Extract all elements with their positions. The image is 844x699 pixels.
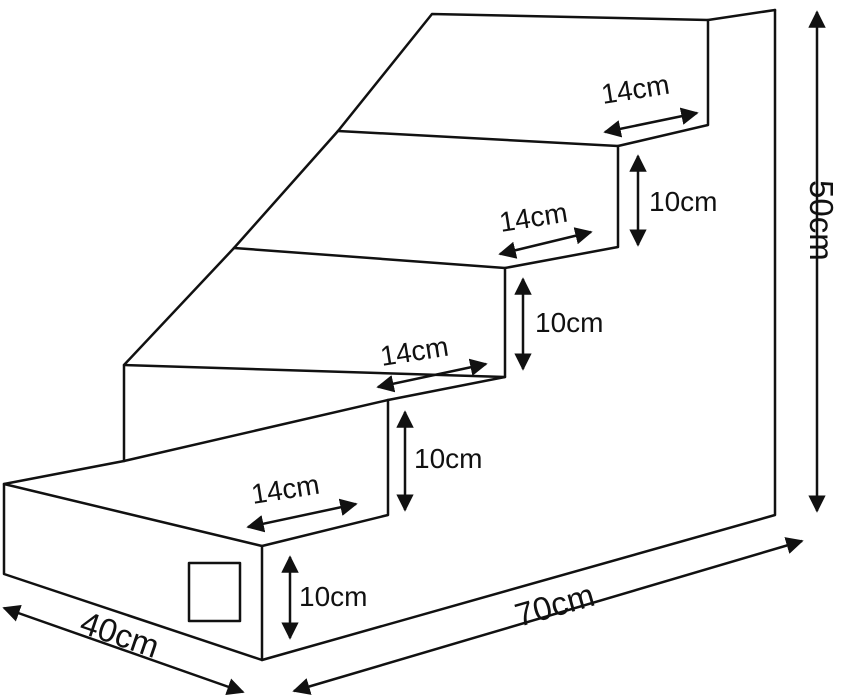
front-door: [187, 561, 242, 623]
step-4-top: [336, 129, 620, 148]
step-1-top: [2, 398, 390, 486]
step-depth-label-4: 14cm: [599, 69, 671, 110]
total-width-arrow: [2, 604, 245, 696]
step-depth-label-1: 14cm: [249, 469, 321, 510]
total-height-label: 50cm: [803, 180, 840, 261]
staircase-outline: [2, 8, 777, 662]
step-3-top: [232, 129, 340, 250]
total-length-label: 70cm: [511, 576, 599, 634]
step-height-label-1: 10cm: [299, 581, 367, 612]
step-1-riser: [122, 246, 236, 463]
step-4-riser: [336, 12, 710, 133]
step-depth-arrow-2: [376, 358, 488, 393]
step-3-riser: [232, 246, 507, 270]
step-depth-label-3: 14cm: [497, 197, 569, 238]
step-depth-label-2: 14cm: [378, 331, 450, 372]
step-depth-arrow-1: [246, 498, 358, 533]
step-height-label-2: 10cm: [414, 443, 482, 474]
step-depth-dimensions: 14cm 14cm 14cm 14cm: [246, 69, 699, 533]
step-height-label-3: 10cm: [535, 307, 603, 338]
step-depth-arrow-4: [603, 107, 699, 138]
side-face: [260, 8, 777, 662]
step-depth-arrow-3: [498, 227, 593, 259]
total-length-arrow: [292, 537, 804, 695]
step-profile: [260, 8, 777, 548]
step-height-label-4: 10cm: [649, 186, 717, 217]
